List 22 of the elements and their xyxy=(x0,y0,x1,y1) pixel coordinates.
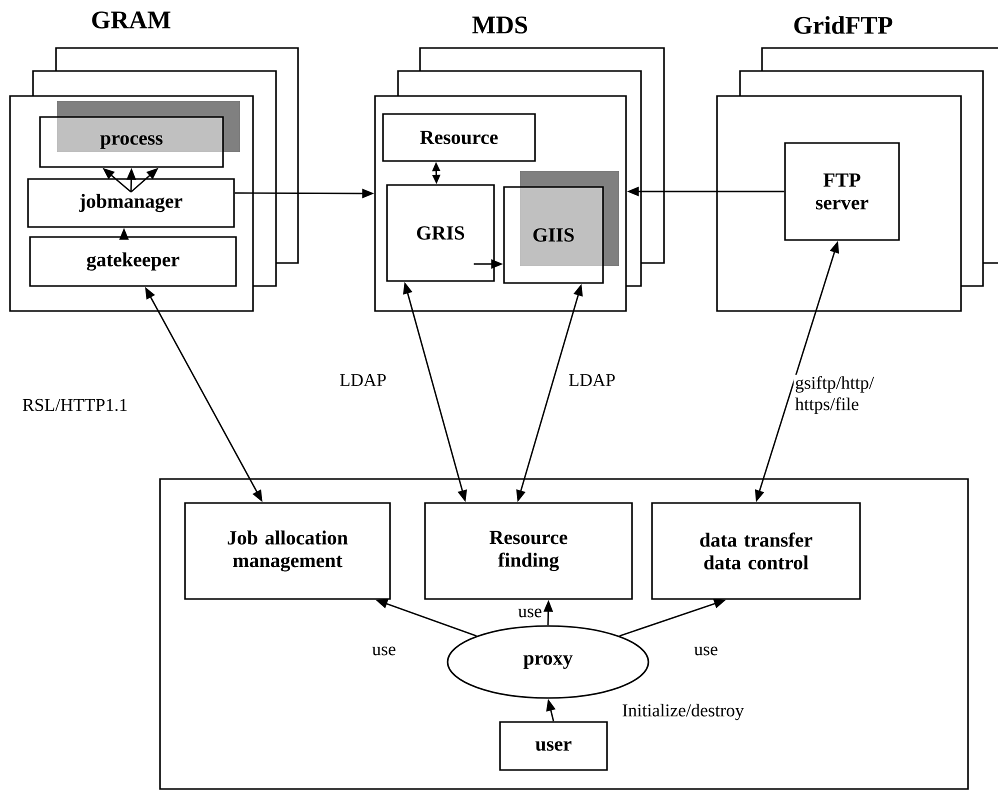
edge-label: use xyxy=(692,645,720,657)
component-title: MDS xyxy=(472,16,528,34)
edge-label: use xyxy=(516,607,544,619)
edge-label: RSL/HTTP1.1 xyxy=(20,398,130,412)
edge-label: Initialize/destroy xyxy=(620,702,746,722)
process-box: process xyxy=(39,116,224,168)
process-box: GRIS xyxy=(386,184,495,282)
component-title: GridFTP xyxy=(794,16,892,34)
component-title: GRAM xyxy=(92,11,170,28)
process-box: FTP server xyxy=(784,142,900,241)
process-box: Job allocation management xyxy=(184,502,391,600)
process-box: Resource finding xyxy=(424,502,633,600)
process-box: GIIS xyxy=(503,186,604,284)
process-box: jobmanager xyxy=(27,178,235,228)
process-box: user xyxy=(499,721,608,771)
edge-label: use xyxy=(370,645,398,657)
process-box: data transfer data control xyxy=(651,502,861,600)
edge-label: LDAP xyxy=(338,372,388,388)
process-box: Resource xyxy=(382,113,536,162)
edge-label: LDAP xyxy=(567,372,617,388)
process-box: gatekeeper xyxy=(29,236,237,287)
edge-label: gsiftp/http/ https/file xyxy=(794,374,876,416)
